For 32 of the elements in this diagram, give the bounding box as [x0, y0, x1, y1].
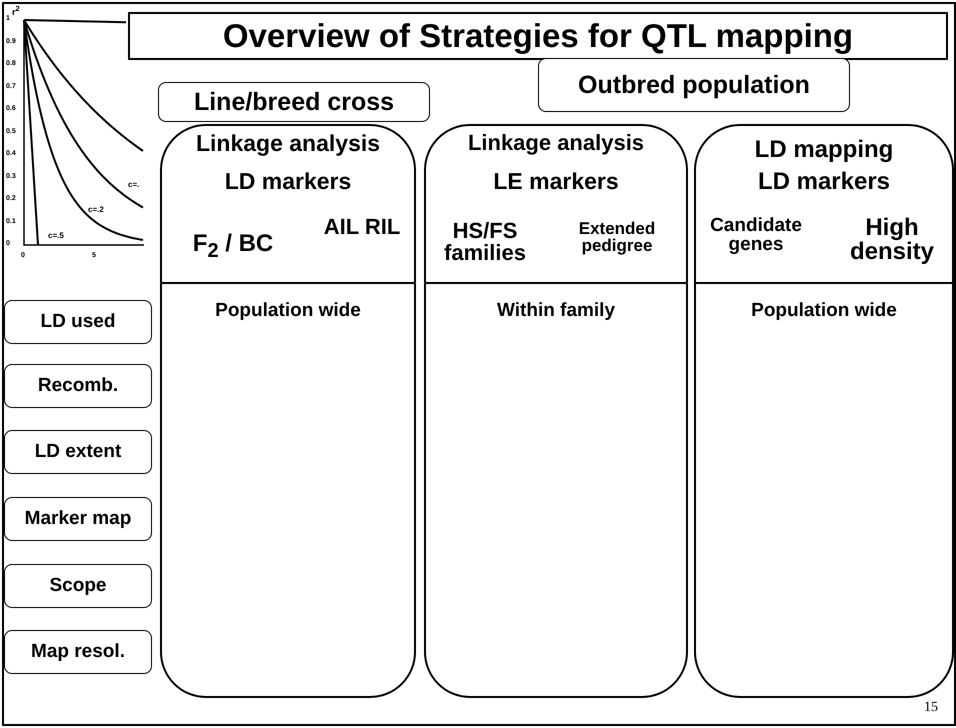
row-label: Map resol. [4, 630, 152, 674]
strategy-column [160, 124, 416, 698]
method-label: Extended pedigree [578, 220, 656, 254]
value-text: Population wide [214, 301, 362, 320]
strategy-column [424, 124, 688, 698]
value-text: Within family [496, 301, 616, 320]
heading-text: LD mapping [754, 138, 894, 162]
axis-label: r$^{2}$ [12, 4, 20, 17]
curve-label: c=. [128, 180, 140, 189]
curve-label: c=.5 [48, 231, 64, 240]
strategy-column [694, 124, 954, 698]
group-header: Line/breed cross [158, 82, 430, 122]
method-label: High density [848, 216, 936, 264]
title-text: Overview of Strategies for QTL mapping [128, 12, 948, 60]
method-label: Candidate genes [709, 216, 803, 254]
row-label: Recomb. [4, 364, 152, 408]
group-header: Outbred population [538, 58, 850, 112]
heading-text: LD markers [756, 170, 892, 194]
curve-label: c=.2 [88, 205, 104, 214]
row-label: LD used [4, 300, 152, 344]
heading-text: LD markers [224, 170, 352, 193]
method-label: AIL RIL [322, 216, 402, 238]
heading-text: LE markers [492, 170, 620, 193]
heading-text: Linkage analysis [466, 132, 646, 154]
row-label: LD extent [4, 430, 152, 474]
method-label: HS/FS families [443, 220, 527, 264]
row-label: Marker map [4, 497, 152, 541]
row-label: Scope [4, 564, 152, 608]
page-number: 15 [924, 700, 938, 716]
heading-text: Linkage analysis [194, 132, 382, 155]
value-text: Population wide [750, 301, 898, 320]
method-label: F$_{2}$ / BC [192, 232, 274, 261]
